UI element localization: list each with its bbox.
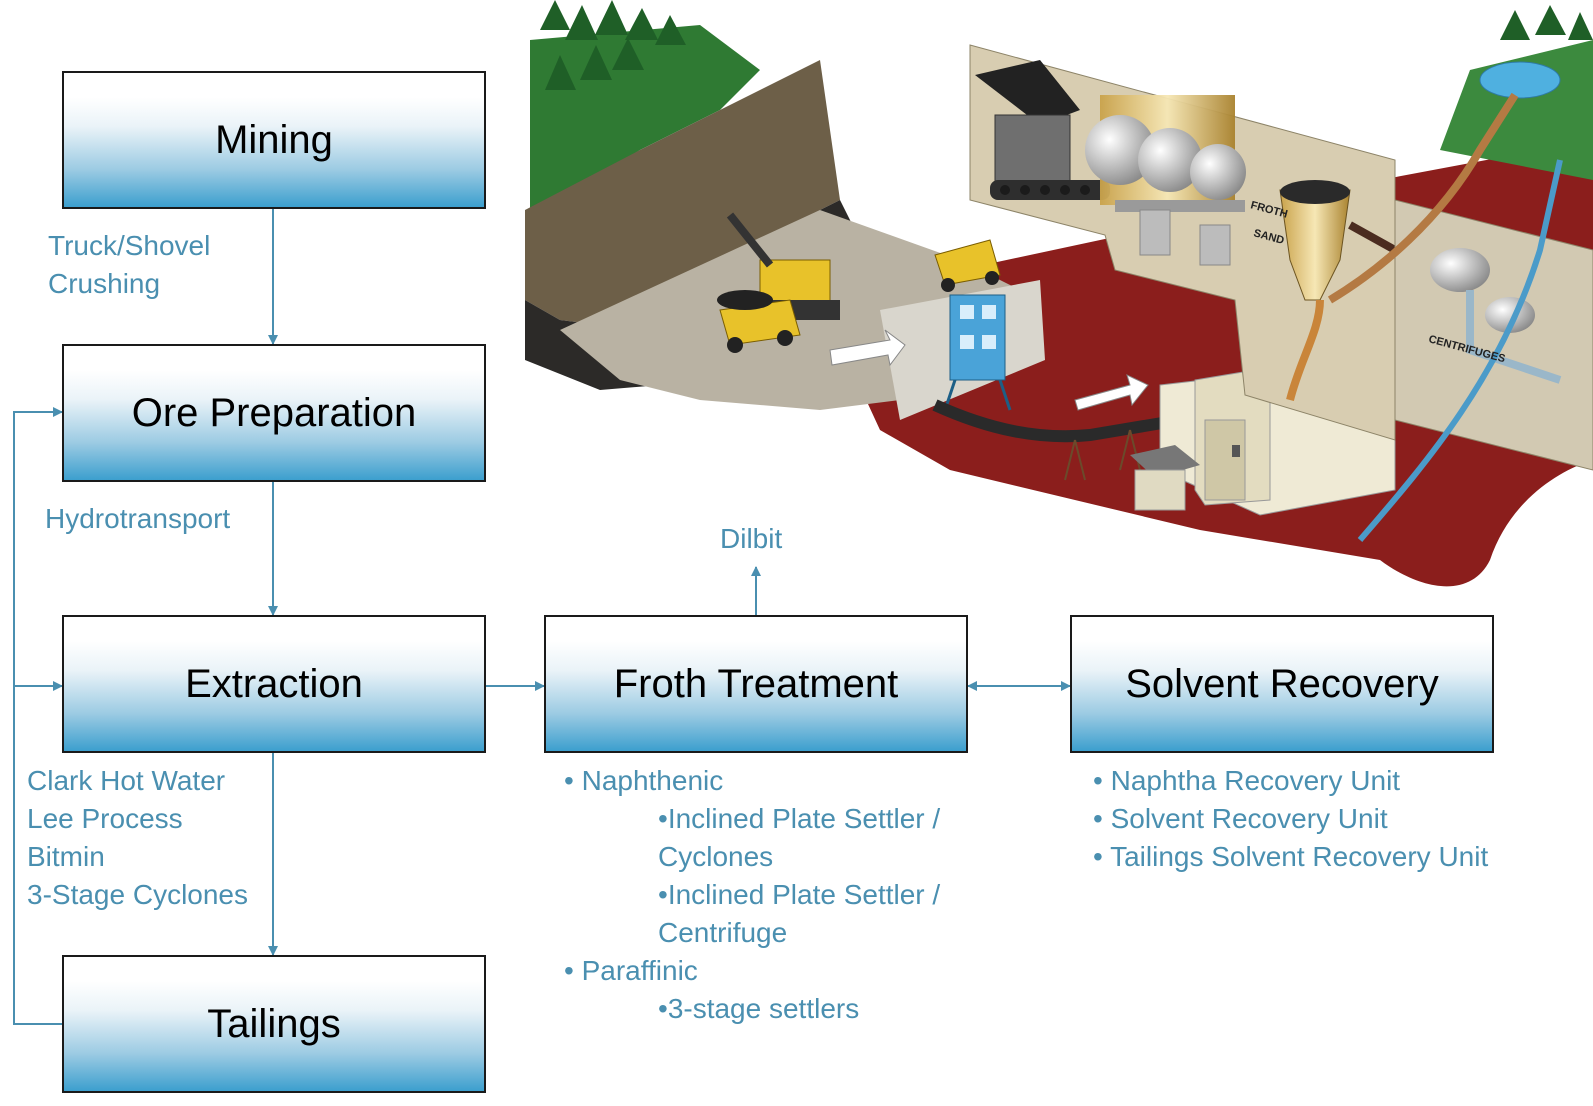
froth-note-naphthenic: • Naphthenic: [564, 765, 724, 796]
label-hydrotransport: Hydrotransport: [45, 503, 231, 534]
froth-subnote-2b: Centrifuge: [564, 914, 940, 952]
haul-truck-2: [934, 239, 1001, 292]
label-3-stage-cyclones: 3-Stage Cyclones: [27, 879, 249, 910]
pipe-brown: [1327, 92, 1519, 304]
tailings-box: Tailings: [62, 955, 486, 1093]
mining-to-ore-label: Truck/Shovel Crushing: [48, 227, 210, 303]
froth-note-paraffinic: • Paraffinic: [564, 955, 698, 986]
subnote-2b-text: Centrifuge: [658, 917, 788, 948]
froth-treatment-box: Froth Treatment: [544, 615, 968, 753]
solvent-note-1: • Naphtha Recovery Unit: [1093, 765, 1401, 796]
label-crushing: Crushing: [48, 268, 161, 299]
froth-treatment-box-label: Froth Treatment: [613, 661, 899, 706]
ore-preparation-box: Ore Preparation: [62, 344, 486, 482]
froth-subnote-3: •3-stage settlers: [658, 993, 860, 1024]
dilbit-label: Dilbit: [720, 520, 782, 558]
solvent-note-1-text: Naphtha Recovery Unit: [1110, 765, 1401, 796]
solvent-note-2: • Solvent Recovery Unit: [1093, 803, 1388, 834]
label-clark-hot-water: Clark Hot Water: [27, 765, 226, 796]
paraffinic-text: Paraffinic: [581, 955, 698, 986]
ore-preparation-box-label: Ore Preparation: [131, 390, 417, 435]
arrow-tailings-recycle-to-ore: [13, 407, 63, 1025]
crusher-tower: [943, 294, 1012, 411]
extraction-to-tailings-label: Clark Hot Water Lee Process Bitmin 3-Sta…: [27, 762, 248, 914]
centrifuge-inset: [1394, 199, 1593, 471]
label-bitmin: Bitmin: [27, 841, 105, 872]
mining-box-label: Mining: [215, 117, 333, 162]
label-dilbit: Dilbit: [720, 523, 783, 554]
tailings-pond: [1479, 61, 1561, 99]
naphthenic-text: Naphthenic: [581, 765, 724, 796]
solvent-note-3: • Tailings Solvent Recovery Unit: [1093, 841, 1489, 872]
trees-right: [1500, 5, 1593, 40]
haul-truck-1: [717, 290, 801, 353]
label-truck-shovel: Truck/Shovel: [48, 230, 211, 261]
pit-arrow: [829, 329, 906, 367]
extraction-box: Extraction: [62, 615, 486, 753]
trees-left: [540, 0, 686, 90]
conveyor-arrow: [1074, 374, 1149, 411]
conveyor: [932, 399, 1181, 443]
froth-subnote-1b: Cyclones: [564, 838, 940, 876]
solvent-notes: • Naphtha Recovery Unit • Solvent Recove…: [1093, 762, 1488, 876]
solvent-note-2-text: Solvent Recovery Unit: [1110, 803, 1388, 834]
froth-notes: • Naphthenic •Inclined Plate Settler / C…: [564, 762, 940, 1028]
subnote-3-text: 3-stage settlers: [667, 993, 860, 1024]
ore-to-extraction-label: Hydrotransport: [45, 500, 230, 538]
subnote-2-text: Inclined Plate Settler /: [667, 879, 941, 910]
subnote-1b-text: Cyclones: [658, 841, 774, 872]
subnote-1-text: Inclined Plate Settler /: [667, 803, 941, 834]
label-lee-process: Lee Process: [27, 803, 183, 834]
mining-box: Mining: [62, 71, 486, 209]
extraction-box-label: Extraction: [185, 661, 363, 706]
process-inset: [969, 44, 1397, 441]
froth-subnote-2: •Inclined Plate Settler /: [658, 879, 941, 910]
solvent-recovery-box: Solvent Recovery: [1070, 615, 1494, 753]
solvent-note-3-text: Tailings Solvent Recovery Unit: [1110, 841, 1489, 872]
solvent-recovery-box-label: Solvent Recovery: [1125, 661, 1439, 706]
tailings-box-label: Tailings: [207, 1001, 341, 1046]
pit-wall: [525, 60, 840, 330]
pipe-blue: [1357, 159, 1563, 542]
froth-subnote-1: •Inclined Plate Settler /: [658, 803, 941, 834]
conveyor-trestles: [1064, 429, 1141, 481]
